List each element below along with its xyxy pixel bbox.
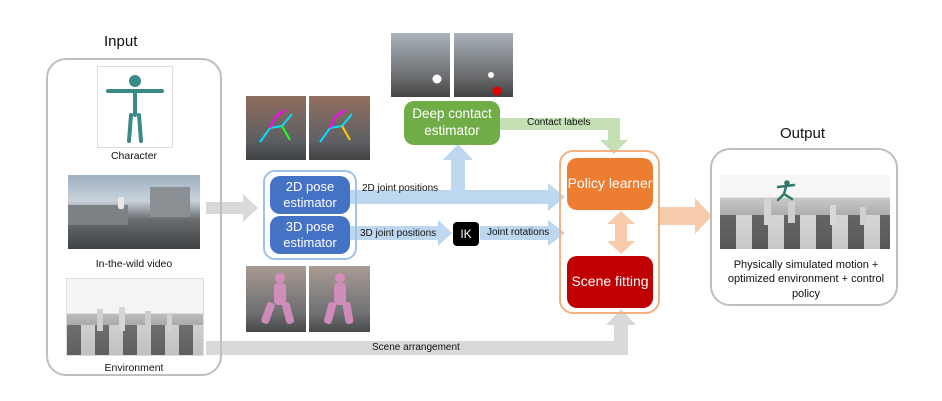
edge-label-3d-joints: 3D joint positions [360,228,437,239]
policy-learner-label: Policy learner [567,175,653,192]
environment-caption: Environment [104,362,164,374]
scene-fitting-label: Scene fitting [571,273,649,290]
pose2d-thumbnails [246,96,370,160]
arrow-3d-joints [350,220,452,246]
ik-box: IK [453,222,479,246]
edge-label-2d-joints: 2D joint positions [362,183,439,194]
arrow-input-to-pose [206,194,258,222]
edge-label-contact-labels: Contact labels [527,117,591,128]
body-mesh-icon [261,273,354,325]
pose-skeleton-icon [259,109,353,143]
edge-label-scene-arrangement: Scene arrangement [372,342,460,353]
simulated-character-icon [776,180,796,202]
input-panel [46,58,222,376]
arrow-joint-rotations [480,220,565,246]
arrow-contact-labels [500,118,628,154]
output-title: Output [780,125,826,142]
arrow-to-contact [443,144,473,190]
video-caption: In-the-wild video [95,258,173,270]
arrow-scene-arrangement [206,309,636,355]
character-caption: Character [110,150,158,162]
arrow-2d-joints [350,183,565,211]
pose3d-estimator-box: 3D pose estimator [270,216,350,254]
environment-thumbnail [66,278,204,356]
pose2d-estimator-box: 2D pose estimator [270,176,350,214]
arrow-to-output [660,198,712,234]
contact-estimator-label: Deep contact estimator [412,106,492,138]
arrow-policy-scene [607,211,635,254]
contact-point-icon [432,72,502,96]
input-title: Input [104,33,138,50]
output-panel [710,148,898,306]
pose3d-thumbnails [246,266,370,332]
video-thumbnail [68,175,200,249]
output-caption: Physically simulated motion + optimized … [727,259,885,300]
output-thumbnail [720,175,890,249]
pose3d-estimator-label: 3D pose estimator [283,218,337,250]
policy-scene-group [559,150,660,314]
edge-label-joint-rotations: Joint rotations [487,227,550,238]
policy-learner-box: Policy learner [567,158,653,210]
scene-fitting-box: Scene fitting [567,256,653,308]
contact-thumbnails [391,33,513,97]
contact-estimator-box: Deep contact estimator [404,101,500,145]
character-thumbnail [97,66,173,148]
ik-label: IK [460,226,472,241]
character-figure-icon [106,75,164,143]
pose-estimator-group [263,170,357,260]
pose2d-estimator-label: 2D pose estimator [283,178,337,210]
